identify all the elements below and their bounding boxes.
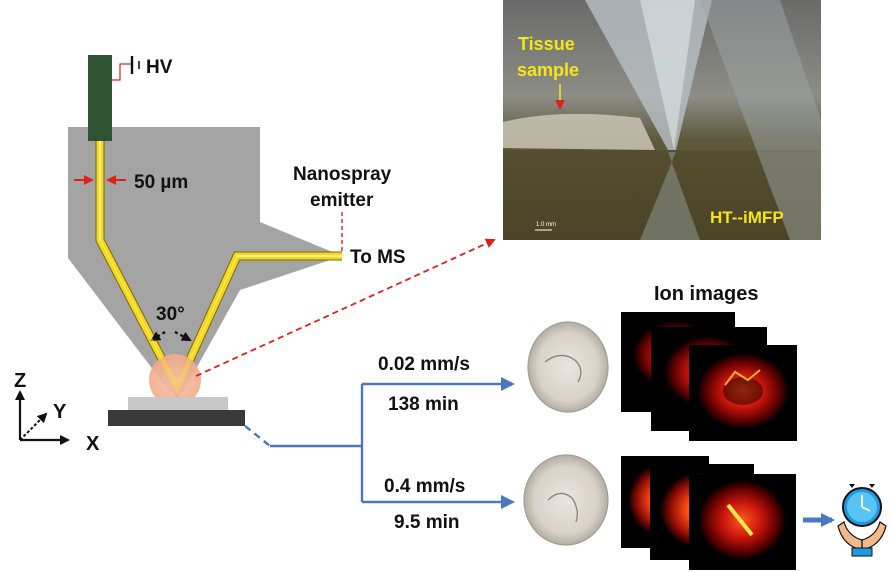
- tissue-label-line2: sample: [517, 60, 579, 80]
- angle-marker: [150, 330, 192, 342]
- to-ms-label: To MS: [350, 247, 406, 268]
- xyz-axes: [15, 390, 70, 445]
- hv-label: HV: [146, 57, 173, 78]
- angle-label: 30°: [156, 304, 185, 325]
- axis-y-label: Y: [53, 401, 67, 423]
- ion-image-stack-2: [621, 456, 796, 570]
- device-label: HT--iMFP: [710, 208, 784, 227]
- scale-bar-label: 1.0 mm: [536, 222, 556, 228]
- axis-x-label: X: [86, 433, 100, 455]
- condition-2-time: 9.5 min: [394, 512, 459, 533]
- axis-z-label: Z: [14, 370, 26, 392]
- ground-icon: [112, 56, 140, 81]
- nanospray-label-line2: emitter: [310, 190, 374, 211]
- stage-base: [108, 410, 245, 426]
- clock-icon: [842, 484, 882, 527]
- ion-image-stack-1: [621, 312, 797, 441]
- ion-images-title: Ion images: [654, 283, 758, 305]
- condition-1-speed: 0.02 mm/s: [378, 354, 470, 375]
- photo-connector: [195, 238, 496, 377]
- hands-icon: [837, 521, 887, 557]
- sample-slide: [128, 397, 228, 410]
- nanospray-label-line1: Nanospray: [293, 164, 392, 185]
- width-label: 50 µm: [134, 172, 188, 193]
- tissue-label-line1: Tissue: [518, 34, 575, 54]
- probe-body: [68, 127, 342, 392]
- condition-2-speed: 0.4 mm/s: [384, 476, 465, 497]
- branch-connector: [244, 377, 515, 509]
- tissue-section-2: [523, 454, 609, 546]
- tissue-section-1: [527, 321, 609, 413]
- photo-inset: [503, 0, 821, 240]
- condition-1-time: 138 min: [388, 394, 459, 415]
- sampling-spot: [149, 354, 201, 406]
- hv-electrode: [88, 55, 112, 141]
